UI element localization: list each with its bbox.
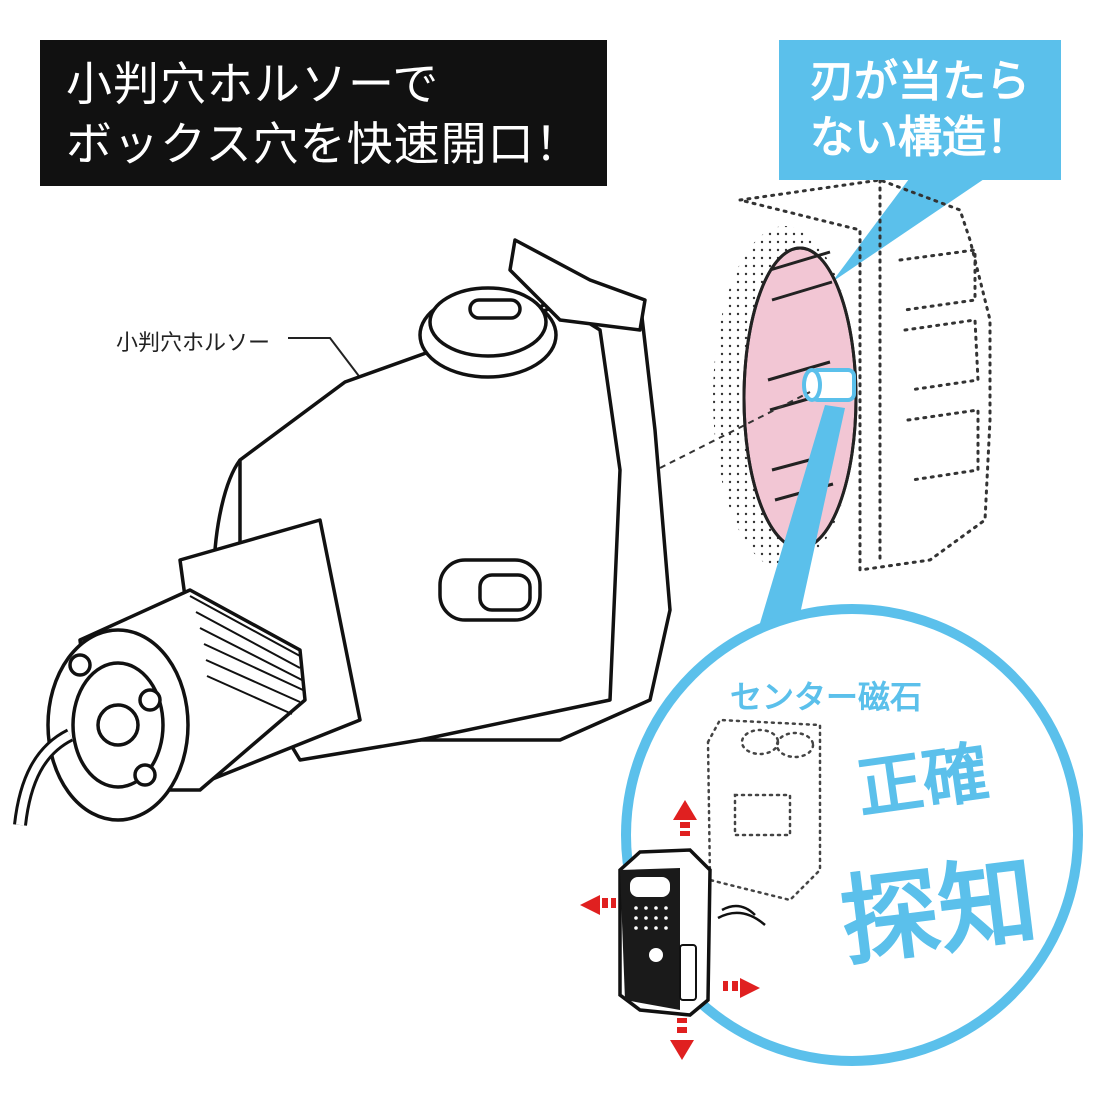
magnifier-beam xyxy=(752,405,845,660)
callout-line-2: ない構造！ xyxy=(810,112,1030,163)
callout-box: 刃が当たら ない構造！ xyxy=(779,40,1061,180)
callout-line-1: 刃が当たら xyxy=(810,56,1030,107)
electrical-box-outline xyxy=(739,178,992,572)
tool-label-leader xyxy=(288,337,369,389)
center-magnet-cylinder xyxy=(802,368,856,402)
accurate-text: 正確 xyxy=(852,733,994,829)
magnifier-title: センター磁石 xyxy=(730,678,923,716)
detect-text: 探知 xyxy=(834,843,1044,981)
red-arrows xyxy=(580,800,760,1060)
callout-pointer xyxy=(832,175,990,282)
detector-device xyxy=(618,848,712,1017)
headline-line-1: 小判穴ホルソーで xyxy=(66,57,440,111)
drill-body xyxy=(46,238,672,822)
tool-label: 小判穴ホルソー xyxy=(116,331,271,356)
signal-waves xyxy=(717,904,766,926)
chuck-ribs xyxy=(189,595,304,715)
headline-box: 小判穴ホルソーで ボックス穴を快速開口！ xyxy=(40,40,607,186)
headline-line-2: ボックス穴を快速開口！ xyxy=(66,117,582,171)
